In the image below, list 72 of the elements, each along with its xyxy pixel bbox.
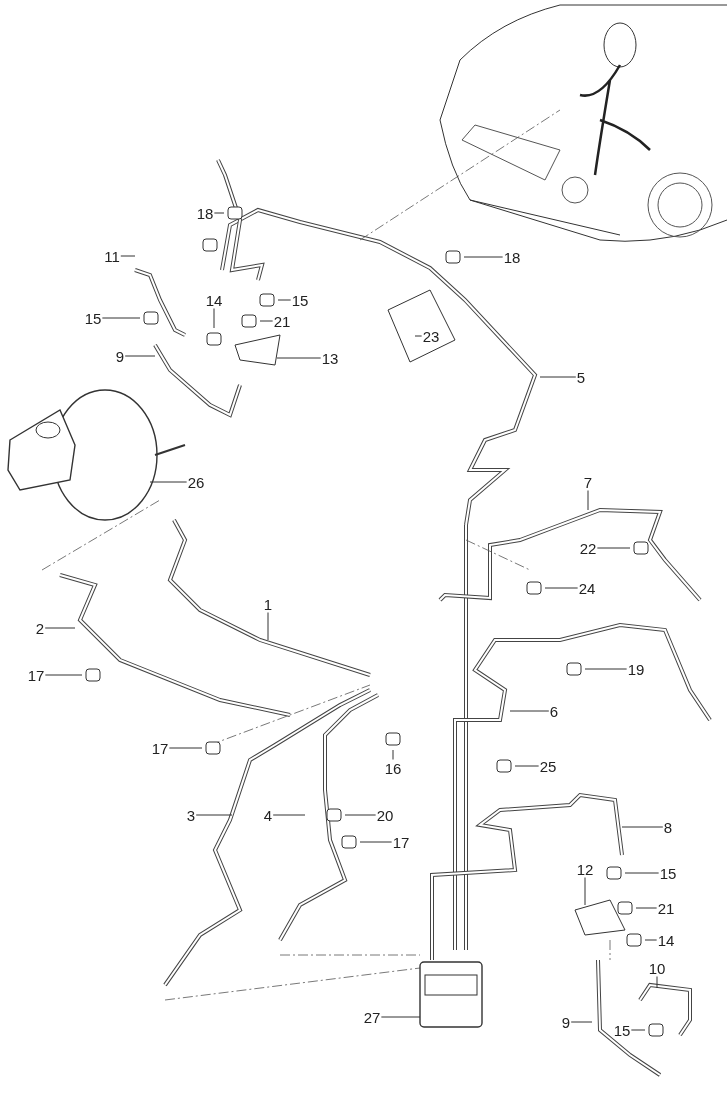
leader-line <box>44 674 83 676</box>
leader-line <box>584 668 628 670</box>
callout-number: 15 <box>290 291 310 309</box>
callout-number: 17 <box>26 666 46 684</box>
callout-number: 4 <box>262 806 274 824</box>
leader-line <box>344 814 377 816</box>
callout-number: 11 <box>103 247 121 265</box>
leader-line <box>149 481 188 483</box>
leader-line <box>624 872 660 874</box>
leader-line <box>44 627 76 629</box>
leader-line <box>213 308 215 329</box>
callout-number: 15 <box>658 864 678 882</box>
callout-number: 3 <box>185 806 197 824</box>
callout-number: 2 <box>34 619 46 637</box>
callout-number: 21 <box>272 312 292 330</box>
leader-line <box>596 547 631 549</box>
leader-line <box>120 255 136 257</box>
callout-number: 13 <box>320 349 340 367</box>
callout-number: 24 <box>577 579 597 597</box>
callout-number: 6 <box>548 702 560 720</box>
leader-line <box>213 212 225 214</box>
callout-number: 20 <box>375 806 395 824</box>
callout-number: 12 <box>575 860 595 878</box>
leader-line <box>392 749 394 760</box>
leader-line <box>621 826 664 828</box>
leader-line <box>630 1029 646 1031</box>
leader-line <box>584 877 586 906</box>
callout-number: 5 <box>575 368 587 386</box>
leader-line <box>539 376 577 378</box>
leader-line <box>195 814 233 816</box>
callout-number: 22 <box>578 539 598 557</box>
leader-line <box>570 1021 593 1023</box>
leader-line <box>101 317 141 319</box>
callout-number: 9 <box>560 1013 572 1031</box>
leader-line <box>380 1016 421 1018</box>
callout-number: 16 <box>383 759 403 777</box>
callout-number: 18 <box>195 204 215 222</box>
leader-line <box>544 587 579 589</box>
leader-line <box>509 710 550 712</box>
leader-line <box>514 765 540 767</box>
callout-number: 25 <box>538 757 558 775</box>
leader-line <box>359 841 393 843</box>
callout-number: 18 <box>502 248 522 266</box>
callout-number: 26 <box>186 473 206 491</box>
callout-number: 14 <box>656 931 676 949</box>
leader-line <box>277 299 292 301</box>
leader-line <box>656 976 658 989</box>
callout-number: 7 <box>582 473 594 491</box>
leader-line <box>635 907 658 909</box>
callout-number: 27 <box>362 1008 382 1026</box>
callout-number: 14 <box>204 291 224 309</box>
callout-number: 23 <box>421 327 441 345</box>
callout-number: 9 <box>114 347 126 365</box>
leader-line <box>587 490 589 511</box>
leader-line <box>267 612 269 641</box>
callout-number: 21 <box>656 899 676 917</box>
callout-number: 17 <box>150 739 170 757</box>
callout-number: 17 <box>391 833 411 851</box>
callout-number: 1 <box>262 595 274 613</box>
callout-number: 10 <box>647 959 667 977</box>
leader-line <box>276 357 322 359</box>
leader-line <box>463 256 504 258</box>
leader-line <box>272 814 306 816</box>
leader-line <box>168 747 203 749</box>
callout-number: 19 <box>626 660 646 678</box>
leader-line <box>644 939 658 941</box>
callout-number: 8 <box>662 818 674 836</box>
leader-line <box>414 335 423 337</box>
callout-number: 15 <box>83 309 103 327</box>
callout-number: 15 <box>612 1021 632 1039</box>
leader-line <box>124 355 156 357</box>
leader-line <box>259 320 274 322</box>
